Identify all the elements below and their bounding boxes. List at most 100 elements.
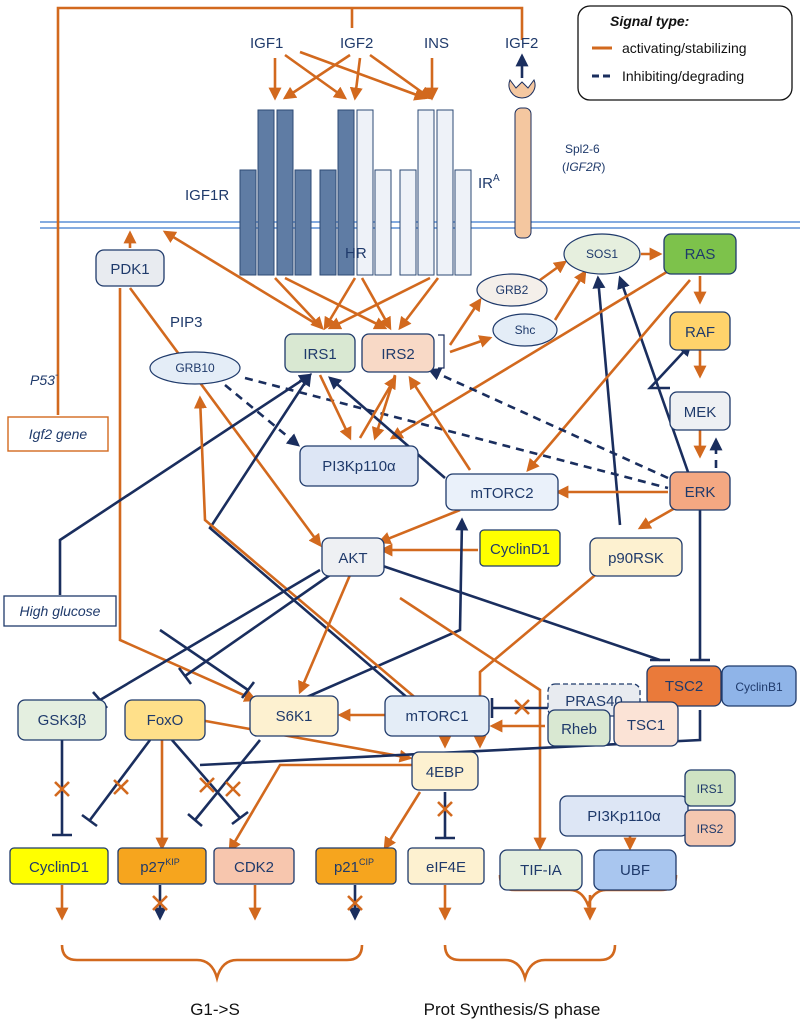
svg-text:High glucose: High glucose [20,603,101,619]
ligand-igf2-right: IGF2 [505,35,538,52]
svg-text:IRS1: IRS1 [697,782,724,796]
node-erk: ERK [669,471,731,511]
node-pi3k-bottom: PI3Kp110α [559,795,689,837]
node-tsc2: TSC2 [646,665,722,707]
svg-text:IRS2: IRS2 [697,822,724,836]
output-braces [60,874,678,983]
node-shc: Shc [492,313,558,347]
svg-text:CDK2: CDK2 [234,859,274,876]
svg-text:CyclinD1: CyclinD1 [29,859,89,876]
node-4ebp: 4EBP [411,751,479,791]
svg-text:p21CIP: p21CIP [334,857,374,876]
svg-text:IRS1: IRS1 [303,346,336,363]
node-cyclind1-bottom: CyclinD1 [9,847,109,885]
svg-text:RAF: RAF [685,324,715,341]
svg-text:mTORC1: mTORC1 [405,708,468,725]
node-raf: RAF [669,311,731,351]
label-pip3: PIP3 [170,314,203,331]
node-cyclind1-mid: CyclinD1 [479,529,561,567]
node-grb2: GRB2 [476,273,548,307]
node-grb10: GRB10 [149,351,241,385]
node-mtorc1: mTORC1 [384,695,490,737]
igf1r-receptor [239,109,312,276]
node-high-glucose: High glucose [3,595,117,627]
svg-text:p90RSK: p90RSK [608,550,664,567]
node-irs1: IRS1 [284,333,356,373]
svg-text:PI3Kp110α: PI3Kp110α [587,808,661,825]
svg-text:TSC1: TSC1 [627,717,665,734]
node-eif4e: eIF4E [407,847,485,885]
label-p53: P53- [30,370,59,388]
node-s6k1: S6K1 [249,695,339,737]
node-p27: p27KIP [117,847,207,885]
svg-text:CyclinB1: CyclinB1 [735,680,783,694]
node-irs1-small: IRS1 [684,769,736,807]
ligand-igf2: IGF2 [340,35,373,52]
node-cdk2: CDK2 [213,847,295,885]
arrow-irs-pdk1 [162,230,319,327]
ligand-ins: INS [424,35,449,52]
outcome-protein-synthesis: Prot Synthesis/S phase [424,1000,601,1019]
svg-text:GSK3β: GSK3β [38,712,87,729]
svg-text:CyclinD1: CyclinD1 [490,541,550,558]
signaling-edges [52,247,723,921]
svg-text:SOS1: SOS1 [586,247,618,261]
node-igf2-gene: Igf2 gene [7,416,109,452]
node-p21: p21CIP [315,847,397,885]
blocked-marks [54,699,530,911]
node-mek: MEK [669,391,731,431]
node-mtorc2: mTORC2 [445,473,559,511]
node-irs2: IRS2 [361,333,435,373]
svg-text:S6K1: S6K1 [276,708,313,725]
svg-text:FoxO: FoxO [147,712,184,729]
svg-text:4EBP: 4EBP [426,764,464,781]
node-akt: AKT [321,537,385,577]
svg-text:PRAS40: PRAS40 [565,693,623,710]
svg-text:AKT: AKT [338,550,367,567]
svg-text:mTORC2: mTORC2 [470,485,533,502]
igf2-gene-feedback-line [56,6,524,415]
label-igf2r: (IGF2R) [562,160,605,174]
svg-text:PI3Kp110α: PI3Kp110α [322,458,396,475]
svg-text:TSC2: TSC2 [665,678,703,695]
svg-text:MEK: MEK [684,404,717,421]
ir-a-receptor [399,109,472,276]
node-cyclinb1: CyclinB1 [721,665,797,707]
svg-text:Shc: Shc [515,323,536,337]
ligand-igf1: IGF1 [250,35,283,52]
ligand-arrows [268,50,529,101]
node-pdk1: PDK1 [95,249,165,287]
node-sos1: SOS1 [563,233,641,275]
svg-text:TIF-IA: TIF-IA [520,862,562,879]
svg-text:GRB2: GRB2 [496,283,529,297]
node-ubf: UBF [593,849,677,891]
label-spl: Spl2-6 [565,142,600,156]
node-gsk3b: GSK3β [17,699,107,741]
receptor-irs-arrows [274,276,440,331]
svg-text:eIF4E: eIF4E [426,859,466,876]
legend-inhibiting: Inhibiting/degrading [622,68,744,84]
svg-text:PDK1: PDK1 [110,261,149,278]
label-igf1r: IGF1R [185,187,229,204]
svg-text:UBF: UBF [620,862,650,879]
hybrid-receptor [319,109,392,276]
svg-text:IRS2: IRS2 [381,346,414,363]
outcome-g1s: G1->S [190,1000,240,1019]
svg-text:Rheb: Rheb [561,721,597,738]
legend-title: Signal type: [610,13,689,29]
node-irs2-small: IRS2 [684,809,736,847]
svg-text:GRB10: GRB10 [175,361,215,375]
node-foxo: FoxO [124,699,206,741]
igf2r-receptor [508,78,536,239]
svg-text:ERK: ERK [685,484,716,501]
label-ir-a: IRA [478,173,500,192]
node-rheb: Rheb [547,709,611,747]
label-hr: HR [345,245,367,262]
node-p90rsk: p90RSK [589,537,683,577]
legend: Signal type: activating/stabilizing Inhi… [577,5,793,101]
svg-text:Igf2 gene: Igf2 gene [29,426,88,442]
irs-bracket [438,334,445,369]
node-tsc1: TSC1 [613,701,679,747]
